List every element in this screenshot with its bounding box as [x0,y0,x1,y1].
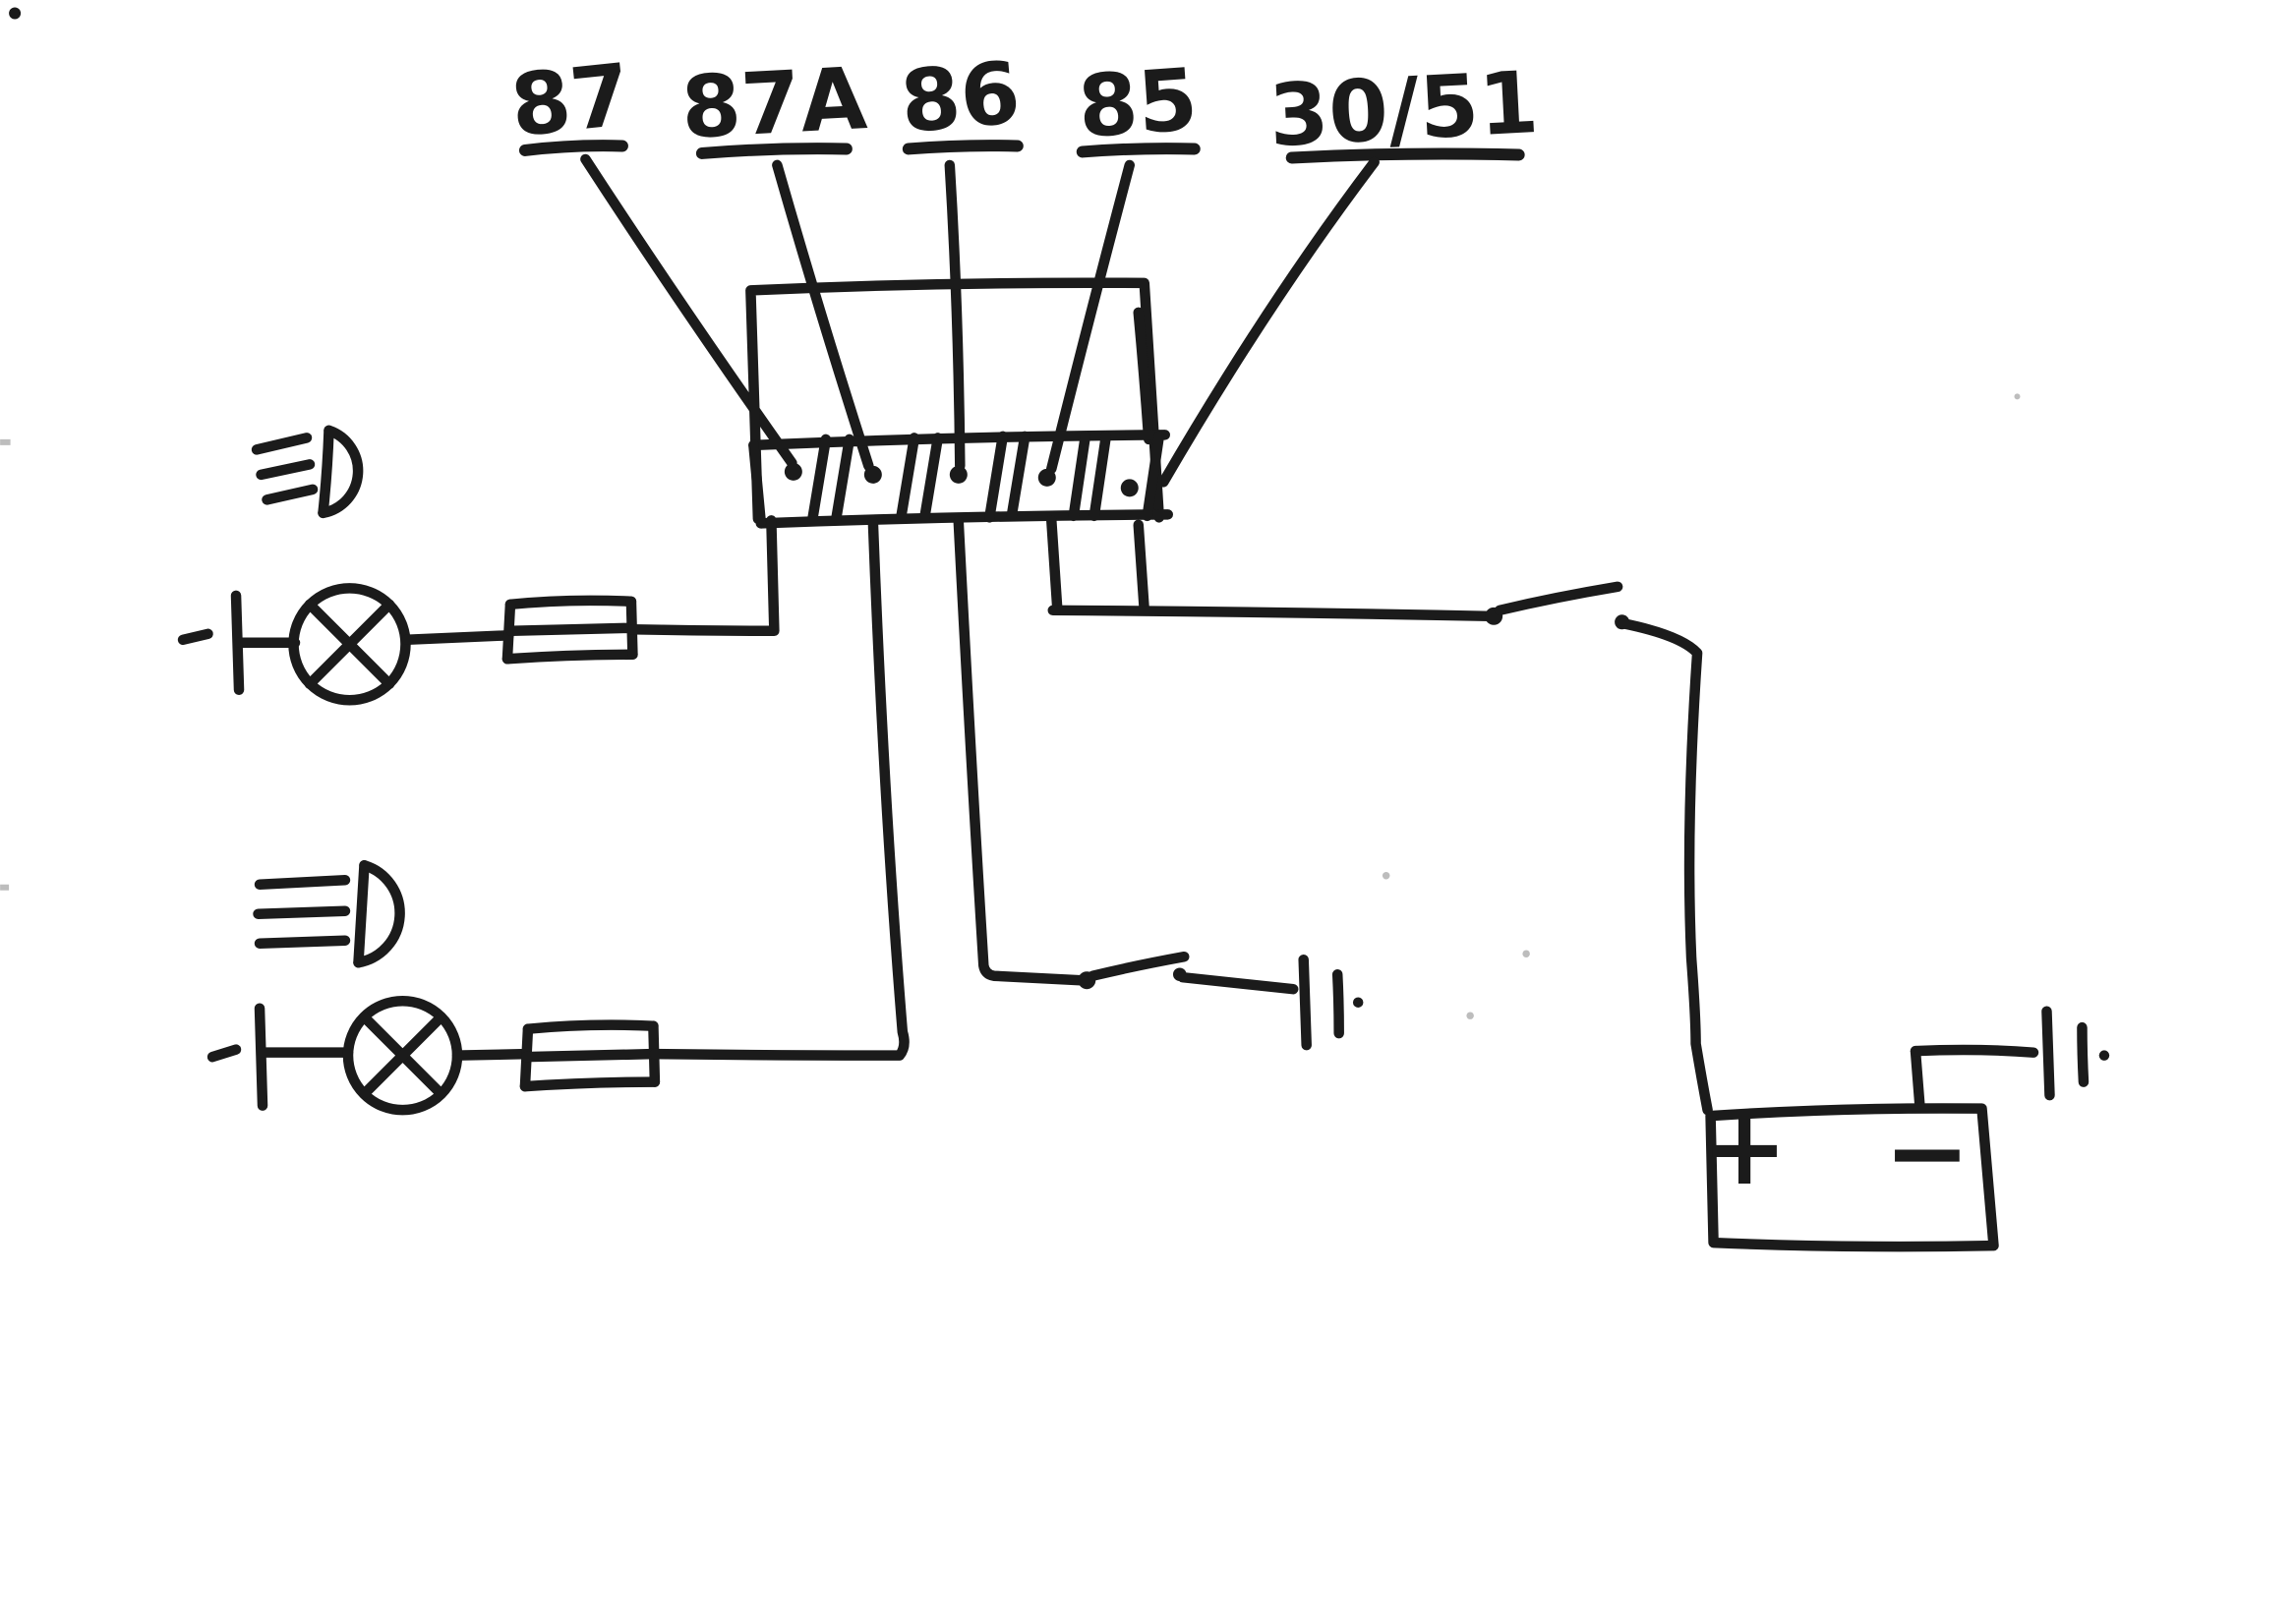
fuse-icon [501,595,638,665]
ground-dot [1352,997,1364,1008]
terminal-label-30-51: 30/51 [1266,52,1541,166]
terminal-pin-87 [784,462,802,481]
underline-30-51 [1285,147,1525,164]
relay-outline-double-edge [1133,307,1154,445]
wire-lamp-to-fuse [401,630,514,646]
wire-to-main-switch [1047,605,1495,622]
leader-86 [944,159,966,472]
wire-lamp-to-fuse [451,1048,532,1061]
battery-outline [1705,1103,1999,1252]
relay-body [745,277,1173,529]
supply-circuit [1046,515,1713,1116]
terminal-strip-hatching [807,431,1164,525]
terminal-pin-85 [1037,468,1056,487]
paper-specks [0,7,2021,1019]
high-beam-headlamp-icon [251,425,364,519]
terminal-label-87a: 87A [679,48,869,158]
open-switch-icon [1485,581,1630,630]
battery-icon: + − [1701,1006,2110,1252]
terminal-strip-bottom [755,509,1173,529]
wire-switch-to-battery [1618,618,1713,1116]
low-beam-headlamp-icon [253,859,405,968]
terminal-strip-left-cap [748,439,767,529]
open-switch-icon [1078,951,1190,990]
battery-negative-sign: − [1884,1093,1971,1213]
lamp-cross-circle-icon [342,995,463,1116]
ground-dash [177,628,213,646]
switch-blade [1088,951,1190,981]
terminal-label-87: 87 [506,44,635,156]
wire-fuse-to-relay-87a [649,516,910,1061]
wire-relay-85-down [1046,515,1063,614]
ground-bar [1298,954,1312,1051]
underline-87 [518,140,628,156]
wire-relay-30-51-down [1133,519,1149,616]
high-beam-circuit [177,425,780,706]
relay-terminal-labels: 87 87A 86 85 30/51 [506,42,1541,166]
terminal-leader-lines [580,153,1380,488]
chassis-ground-icon [2041,1006,2110,1101]
relay-outline [745,277,1164,525]
terminal-pin-87a [863,465,882,484]
wire-battery-negative-up [1910,1045,1925,1113]
relay-terminal-pins [784,462,1139,497]
ground-bar-short [2077,1021,2090,1087]
low-beam-circuit [206,516,910,1116]
chassis-ground-icon [177,590,245,696]
wire-fuse-to-relay-87 [627,515,780,637]
lamp-cross-circle-icon [288,583,411,706]
switch-blade [1494,581,1623,616]
wire-relay-86-to-switch [953,516,1087,986]
leader-30-51 [1157,156,1380,488]
wire-switch-to-ground [1177,971,1299,995]
coil-switch-circuit [953,516,1364,1051]
leader-87a [772,159,874,472]
terminal-label-85: 85 [1075,49,1201,157]
leader-85 [1046,159,1136,475]
ground-dot [2098,1050,2110,1061]
ground-dash [206,1044,242,1063]
leader-87 [580,153,797,469]
fuse-icon [519,1019,661,1092]
chassis-ground-icon [1298,954,1364,1051]
underline-86 [902,140,1024,155]
underline-85 [1076,143,1201,158]
terminal-label-86: 86 [897,42,1024,152]
ground-bar-short [1331,968,1344,1039]
chassis-ground-icon [206,1003,268,1111]
ground-bar [2041,1006,2055,1101]
terminal-pin-30-51 [1120,479,1139,497]
underline-87a [695,143,853,159]
terminal-pin-86 [949,465,968,484]
wire-negative-to-ground [1910,1044,2039,1058]
battery-positive-sign: + [1701,1088,1788,1208]
